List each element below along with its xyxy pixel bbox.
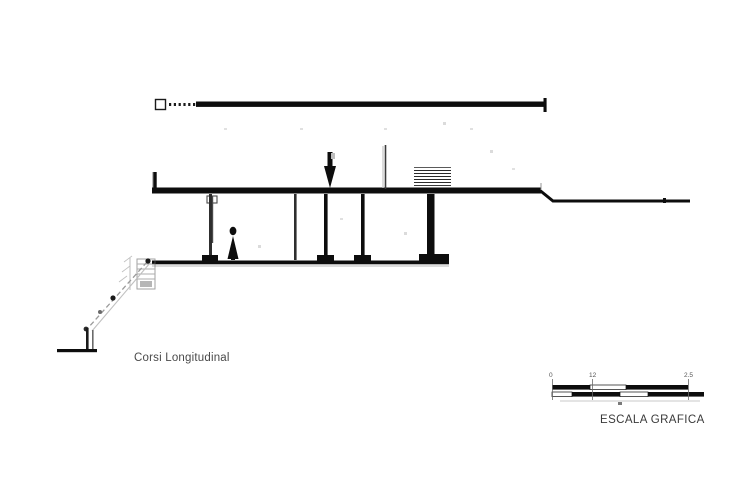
scale-seg-bottom-1	[551, 391, 573, 397]
scale-tick-label-0: 0	[549, 372, 553, 379]
scale-seg-top-1	[552, 385, 590, 390]
faint-mark-d	[258, 245, 261, 248]
diagonal-ramp-group	[57, 258, 151, 353]
faint-mark-g	[384, 128, 387, 130]
column-2	[294, 194, 297, 260]
faint-construction-marks	[224, 122, 515, 248]
ramp-node-low	[98, 310, 102, 314]
main-beam-group	[152, 172, 690, 203]
faint-mark-j	[340, 218, 343, 220]
right-step-down-line	[539, 189, 690, 203]
columns-group	[202, 194, 449, 262]
upper-beam-right-terminator	[543, 98, 547, 112]
ramp-bottom-platform	[57, 349, 97, 353]
diagonal-ramp	[87, 261, 148, 329]
faint-mark-a	[443, 122, 446, 125]
stair-hatch-block	[414, 167, 451, 186]
diagonal-ramp-shadow	[91, 262, 151, 332]
faint-mark-h	[470, 128, 473, 130]
scale-bar-group	[551, 379, 704, 405]
right-run-node	[663, 198, 666, 203]
scale-tick-label-end: 2.5	[684, 372, 694, 379]
faint-mark-c	[404, 232, 407, 235]
section-title-label: Corsi Longitudinal	[134, 352, 230, 364]
lower-slab-group	[152, 260, 449, 267]
scale-seg-top-2	[589, 384, 627, 390]
column-4	[354, 194, 371, 261]
column-5-thick	[419, 194, 449, 262]
scale-seg-top-3	[626, 385, 688, 390]
faint-mark-b	[490, 150, 493, 153]
upper-roof-beam	[196, 101, 546, 107]
upper-left-square-marker	[154, 98, 167, 111]
scale-figure-person-lower	[227, 226, 239, 260]
scale-figure-arrow-upper	[324, 152, 336, 188]
faint-mark-f	[300, 128, 303, 130]
ramp-node-mid	[110, 295, 116, 301]
column-3	[317, 194, 334, 261]
faint-mark-e	[224, 128, 227, 130]
scale-seg-bottom-3	[619, 391, 649, 397]
column-1	[202, 194, 218, 261]
main-floor-beam	[152, 187, 541, 194]
ramp-bottom-post-2	[92, 330, 94, 350]
ramp-bottom-post	[86, 328, 89, 350]
upper-beam-group	[154, 98, 547, 112]
scale-tick-label-mid: 12	[589, 372, 597, 379]
left-end-wall	[153, 172, 157, 192]
scale-seg-bottom-2	[572, 392, 620, 397]
scale-seg-bottom-4	[648, 392, 704, 397]
scale-bar-title: ESCALA GRAFICA	[600, 414, 705, 426]
faint-mark-i	[512, 168, 515, 170]
ramp-node-top	[145, 258, 151, 264]
scale-center-node	[618, 402, 622, 405]
lower-floor-slab	[152, 260, 449, 265]
